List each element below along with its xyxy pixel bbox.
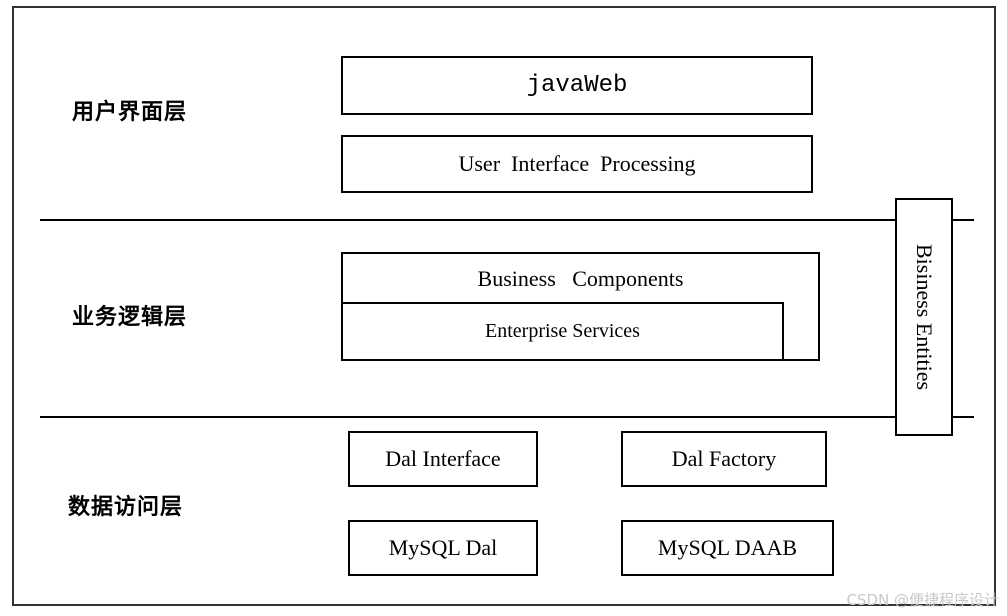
layer-divider-bottom <box>40 416 896 418</box>
enterprise-services-box: Enterprise Services <box>341 302 784 361</box>
data-layer-label: 数据访问层 <box>68 495 184 520</box>
watermark: CSDN @便捷程序设计 <box>846 591 999 609</box>
layer-divider-top <box>40 219 896 221</box>
business-layer-label: 业务逻辑层 <box>72 305 188 330</box>
layer-divider-bottom-right <box>952 416 974 418</box>
javaweb-box: javaWeb <box>341 56 813 115</box>
business-entities-box: Bisiness Entities <box>895 198 953 436</box>
ui-processing-box: User Interface Processing <box>341 135 813 193</box>
mysql-dal-box: MySQL Dal <box>348 520 538 576</box>
layer-divider-top-right <box>952 219 974 221</box>
diagram-frame <box>12 6 996 606</box>
mysql-daab-box: MySQL DAAB <box>621 520 834 576</box>
ui-layer-label: 用户界面层 <box>72 100 188 125</box>
dal-interface-box: Dal Interface <box>348 431 538 487</box>
dal-factory-box: Dal Factory <box>621 431 827 487</box>
business-entities-label: Bisiness Entities <box>912 243 937 391</box>
business-components-label: Business Components <box>477 266 684 291</box>
